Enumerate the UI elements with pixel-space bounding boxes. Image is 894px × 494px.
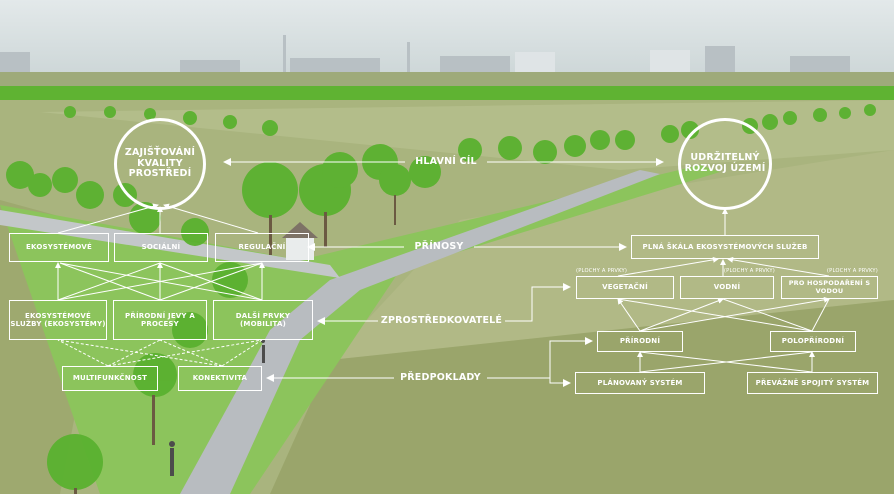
- city-skyline: [0, 35, 850, 76]
- goal-circle-environment-quality: Zajišťování kvality prostředí: [114, 118, 206, 210]
- benefit-box-regulation: Regulační: [215, 233, 309, 262]
- prerequisite-box-planned-system: Plánovaný systém: [575, 372, 705, 394]
- mediator-box-vegetation: Vegetační: [576, 276, 674, 299]
- field-band-3: [270, 300, 894, 494]
- tag-water: (plochy a prvky): [723, 267, 775, 274]
- footpath: [180, 170, 660, 494]
- goal-circle-sustainable-development: Udržitelný rozvoj území: [678, 118, 772, 210]
- benefit-box-full-range: Plná škála ekosystémových služeb: [631, 235, 819, 259]
- goal-right-text: Udržitelný rozvoj území: [684, 152, 766, 174]
- caption-prerequisites: Předpoklady: [400, 371, 481, 383]
- tree-alley: [6, 104, 876, 490]
- benefit-box-ecosystem: Ekosystémové: [9, 233, 109, 262]
- diagram-lines: [55, 158, 830, 387]
- prerequisite-box-multifunctionality: Multifunkčnost: [62, 366, 158, 391]
- type-box-seminatural: Polopřírodní: [770, 331, 856, 352]
- caption-benefits: Přínosy: [414, 240, 464, 252]
- prerequisite-box-continuous-system: Převážně spojitý systém: [747, 372, 878, 394]
- benefit-box-social: Sociální: [114, 233, 208, 262]
- caption-main-goal: Hlavní cíl: [415, 155, 477, 167]
- field-band-2: [330, 150, 894, 360]
- tag-water-management: (plochy a prvky): [826, 267, 878, 274]
- mediator-box-water: Vodní: [680, 276, 774, 299]
- tree-trunks: [74, 195, 396, 494]
- mediator-box-natural-processes: Přírodní jevy a procesy: [113, 300, 207, 340]
- mediator-box-water-management: Pro hospodaření s vodou: [781, 276, 878, 299]
- hedge-row: [0, 86, 894, 100]
- mediator-box-other-elements: Další prvky (mobilita): [213, 300, 313, 340]
- type-box-natural: Přírodní: [597, 331, 683, 352]
- caption-mediators: Zprostředkovatelé: [380, 314, 503, 326]
- mediator-box-ecosystem-services: Ekosystémové služby (ekosystémy): [9, 300, 107, 340]
- tag-vegetation: (plochy a prvky): [576, 267, 628, 274]
- goal-left-text: Zajišťování kvality prostředí: [124, 146, 196, 180]
- prerequisite-box-connectivity: Konektivita: [178, 366, 262, 391]
